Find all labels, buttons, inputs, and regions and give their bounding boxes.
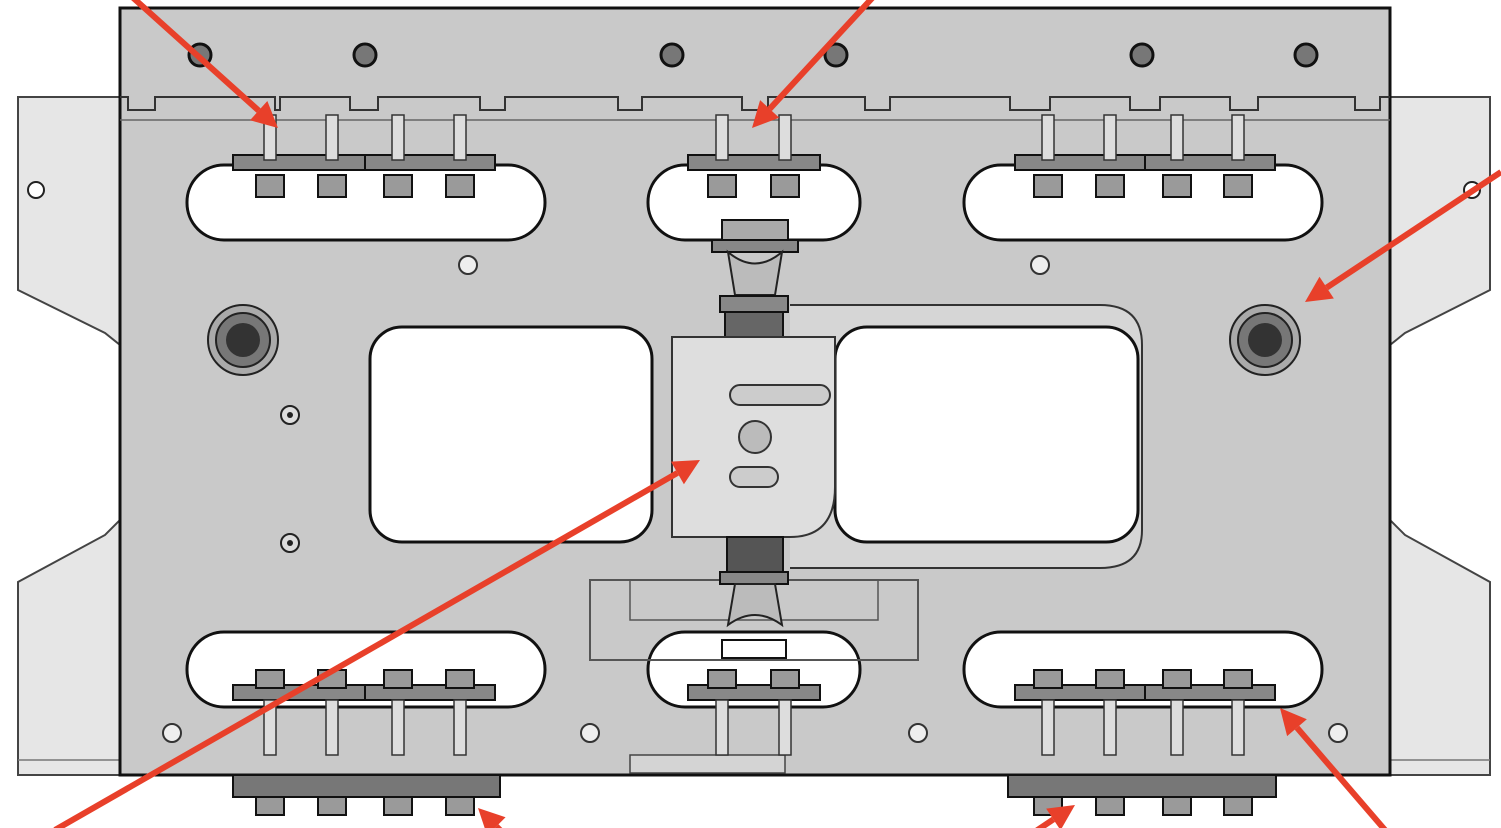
bolt-icon: [383, 796, 413, 816]
bolt-icon: [1162, 796, 1192, 816]
small-hole: [1328, 723, 1348, 743]
bolt-icon: [1162, 669, 1192, 689]
stud: [391, 699, 405, 756]
arrow-icon: [670, 460, 700, 485]
stud: [1231, 114, 1245, 161]
arrow-icon: [1325, 169, 1501, 291]
stud: [1170, 114, 1184, 161]
mounting-hole: [352, 42, 378, 68]
stud: [715, 699, 729, 756]
bolt-icon: [255, 174, 285, 198]
bolt-icon: [1223, 174, 1253, 198]
stud: [453, 699, 467, 756]
bolt-icon: [383, 669, 413, 689]
stud: [325, 114, 339, 161]
small-hole: [580, 723, 600, 743]
stud: [778, 699, 792, 756]
bushing-icon: [207, 304, 279, 376]
arrow-icon: [478, 808, 506, 828]
mounting-hole: [1293, 42, 1319, 68]
bushing-icon: [1229, 304, 1301, 376]
small-hole: [162, 723, 182, 743]
mounting-hole: [1129, 42, 1155, 68]
bolt-icon: [1095, 796, 1125, 816]
bolt-icon: [770, 669, 800, 689]
adjustment-slot: [962, 163, 1324, 242]
load-cell: [671, 219, 836, 659]
arrow-icon: [53, 470, 679, 828]
stud: [1041, 114, 1055, 161]
bolt-icon: [255, 669, 285, 689]
bolt-icon: [707, 669, 737, 689]
arrow-icon: [1035, 816, 1056, 828]
left-side-plate: [17, 96, 121, 776]
set-screw: [287, 540, 293, 546]
clamp-bar: [364, 154, 496, 171]
bolt-icon: [1095, 669, 1125, 689]
set-screw: [287, 412, 293, 418]
clamp-bar: [1014, 154, 1146, 171]
stud: [391, 114, 405, 161]
bolt-icon: [1223, 669, 1253, 689]
top-strip-edge: [120, 96, 1390, 111]
stud: [1170, 699, 1184, 756]
arrow-icon: [1305, 276, 1334, 302]
arrow-icon: [1294, 725, 1388, 828]
bolt-icon: [255, 796, 285, 816]
bottom-clamp-left: [232, 774, 501, 798]
bolt-icon: [707, 174, 737, 198]
bolt-icon: [383, 174, 413, 198]
stud: [778, 114, 792, 161]
arrow-icon: [1046, 805, 1075, 828]
right-window: [833, 325, 1140, 544]
small-hole: [1030, 255, 1050, 275]
stud: [453, 114, 467, 161]
arrow-icon: [752, 100, 780, 128]
bolt-icon: [1223, 796, 1253, 816]
arrow-icon: [131, 0, 261, 113]
bolt-icon: [445, 669, 475, 689]
bolt-icon: [445, 796, 475, 816]
stud: [1103, 699, 1117, 756]
small-hole: [458, 255, 478, 275]
right-side-plate: [1389, 96, 1491, 776]
bottom-clamp-right: [1007, 774, 1277, 798]
clamp-bar: [687, 154, 821, 171]
stud: [1231, 699, 1245, 756]
stud: [1103, 114, 1117, 161]
arrow-icon: [1280, 708, 1307, 737]
small-hole: [908, 723, 928, 743]
stud: [1041, 699, 1055, 756]
stud: [715, 114, 729, 161]
side-hole: [27, 181, 45, 199]
bottom-tab: [629, 754, 786, 774]
stud: [263, 699, 277, 756]
stud: [325, 699, 339, 756]
arrow-icon: [249, 100, 278, 128]
bolt-icon: [1033, 669, 1063, 689]
bolt-icon: [1095, 174, 1125, 198]
bolt-icon: [1162, 174, 1192, 198]
arrow-icon: [767, 0, 875, 111]
bolt-icon: [317, 174, 347, 198]
clamp-bar: [1144, 154, 1276, 171]
left-window: [368, 325, 654, 544]
bolt-icon: [1033, 174, 1063, 198]
bolt-icon: [770, 174, 800, 198]
bolt-icon: [445, 174, 475, 198]
adjustment-slot: [185, 163, 547, 242]
clamp-bar: [232, 154, 366, 171]
bolt-icon: [317, 796, 347, 816]
mounting-hole: [659, 42, 685, 68]
mounting-hole: [823, 42, 849, 68]
